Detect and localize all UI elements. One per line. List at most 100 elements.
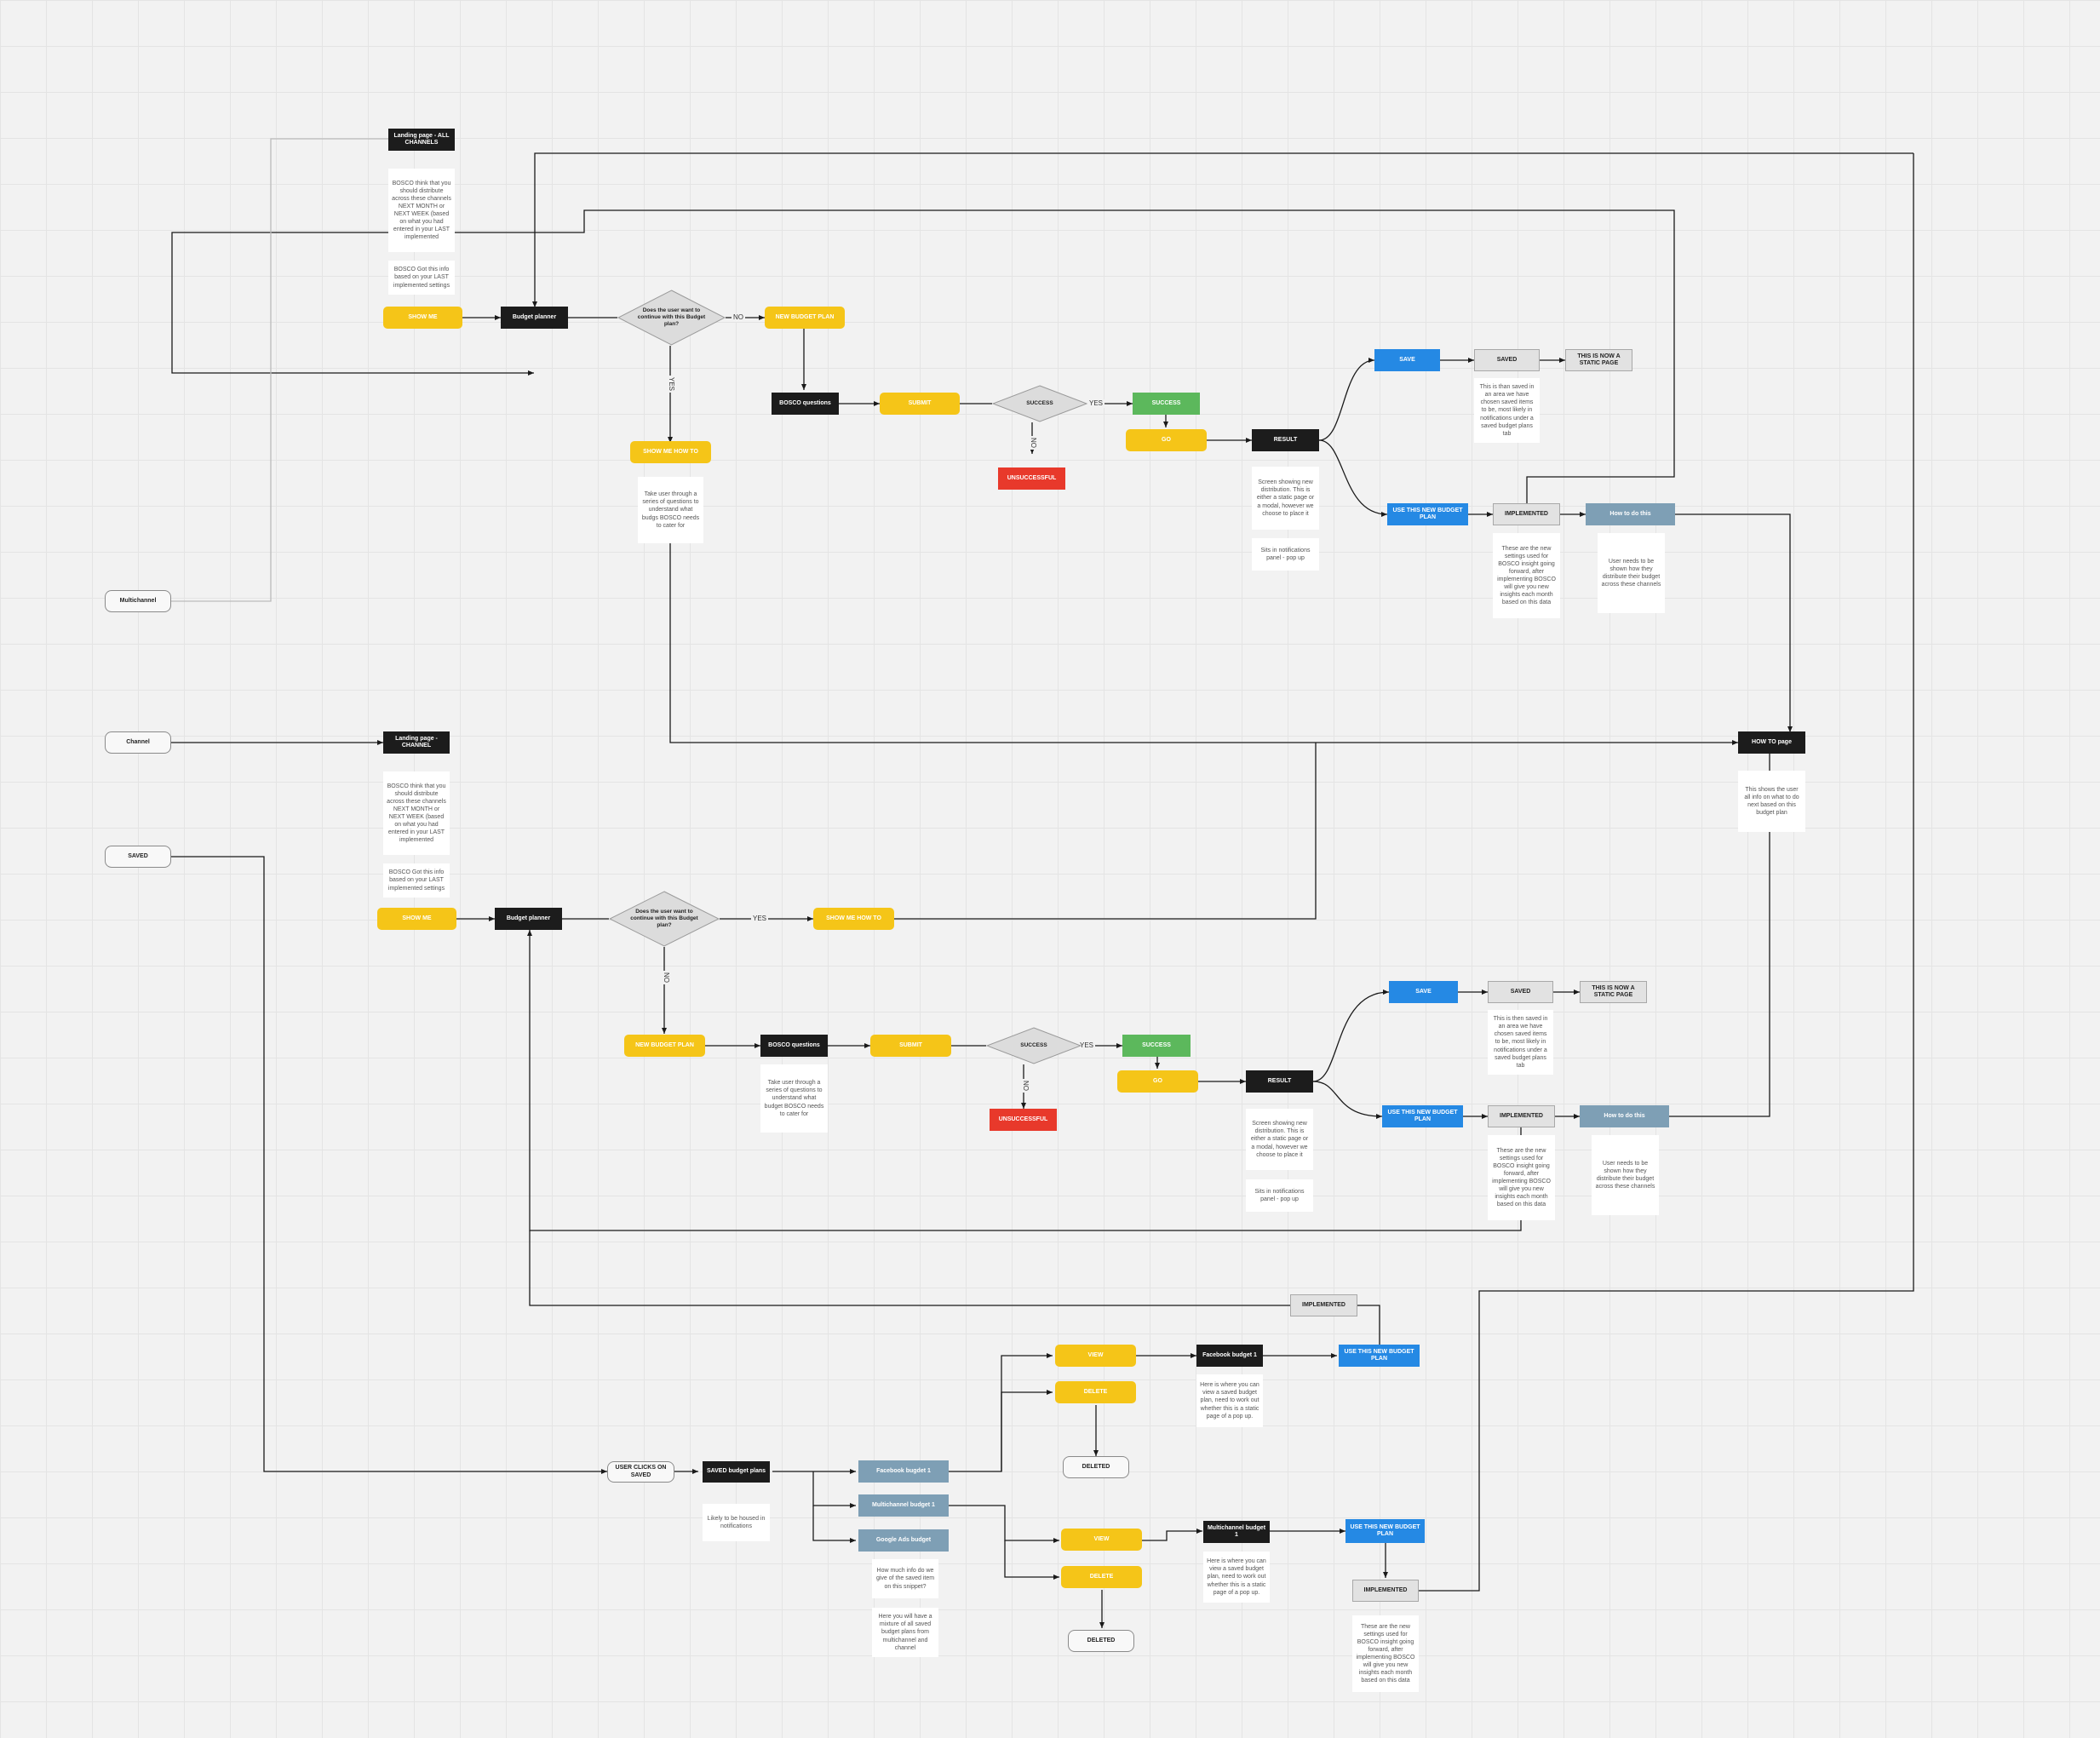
decision-text: Does the user want to continue with this… [630, 909, 698, 928]
use-new-budget-plan-button[interactable]: USE THIS NEW BUDGET PLAN [1382, 1105, 1463, 1127]
edge [669, 531, 1738, 745]
note-saved-area: This is than saved in an area we have ch… [1474, 378, 1540, 443]
budget-planner[interactable]: Budget planner [501, 307, 568, 329]
edge [1004, 1540, 1059, 1580]
multichannel-budget-item[interactable]: Multichannel budget 1 [858, 1494, 949, 1517]
facebook-budget-view[interactable]: Facebook budget 1 [1196, 1345, 1263, 1367]
edge [894, 743, 1317, 920]
note-implemented-settings: These are the new settings used for BOSC… [1352, 1615, 1419, 1692]
submit-button[interactable]: SUBMIT [870, 1035, 951, 1057]
use-new-budget-plan-button[interactable]: USE THIS NEW BUDGET PLAN [1387, 503, 1468, 525]
channel-entry[interactable]: Channel [105, 731, 171, 754]
note-result-screen: Screen showing new distribution. This is… [1246, 1109, 1313, 1170]
edge [529, 1230, 1290, 1306]
bosco-questions[interactable]: BOSCO questions [760, 1035, 828, 1057]
note-bosco-think-channel: BOSCO think that you should distribute a… [383, 771, 450, 855]
view-button[interactable]: VIEW [1055, 1345, 1136, 1367]
note-notifications: Sits in notifications panel - pop up [1246, 1179, 1313, 1212]
edge [532, 152, 1914, 307]
show-me-how-to-button[interactable]: SHOW ME HOW TO [813, 908, 894, 930]
edge-label-no: NO [662, 971, 670, 984]
go-button[interactable]: GO [1117, 1070, 1198, 1093]
success-state: SUCCESS [1133, 393, 1200, 415]
note-implemented-settings: These are the new settings used for BOSC… [1488, 1135, 1555, 1220]
edge [1669, 754, 1770, 1117]
decision-text: SUCCESS [1020, 1042, 1047, 1049]
edge [812, 1506, 856, 1543]
note-view-saved-plan: Here is where you can view a saved budge… [1203, 1552, 1270, 1603]
edge-label-yes: YES [667, 375, 676, 393]
note-implemented-settings: These are the new settings used for BOSC… [1493, 533, 1560, 618]
edge [171, 138, 388, 602]
bosco-questions[interactable]: BOSCO questions [772, 393, 839, 415]
multichannel-entry[interactable]: Multichannel [105, 590, 171, 612]
landing-page-all-channels[interactable]: Landing page - ALL CHANNELS [388, 129, 455, 151]
note-view-saved-plan: Here is where you can view a saved budge… [1196, 1374, 1263, 1427]
success-state: SUCCESS [1122, 1035, 1191, 1057]
note-show-me-how: Take user through a series of questions … [638, 477, 703, 543]
how-to-do-this-button[interactable]: How to do this [1580, 1105, 1669, 1127]
unsuccessful-state: UNSUCCESSFUL [990, 1109, 1057, 1131]
edge-label-no: NO [1029, 436, 1037, 450]
edge [1318, 439, 1388, 517]
show-me-button[interactable]: SHOW ME [377, 908, 456, 930]
go-button[interactable]: GO [1126, 429, 1207, 451]
note-bosco-questions: Take user through a series of questions … [760, 1064, 828, 1133]
implemented-state: IMPLEMENTED [1290, 1294, 1357, 1316]
saved-budget-plans[interactable]: SAVED budget plans [703, 1461, 770, 1483]
user-clicks-saved[interactable]: USER CLICKS ON SAVED [607, 1461, 674, 1483]
multichannel-budget-view[interactable]: Multichannel budget 1 [1203, 1521, 1270, 1543]
google-ads-budget-item[interactable]: Google Ads budget [858, 1529, 949, 1552]
edge-label-no: NO [1021, 1079, 1030, 1093]
edge [1312, 1081, 1383, 1119]
landing-page-channel[interactable]: Landing page - CHANNEL [383, 731, 450, 754]
note-how-distribute: User needs to be shown how they distribu… [1598, 533, 1665, 613]
delete-button[interactable]: DELETE [1055, 1381, 1136, 1403]
edge [1354, 1305, 1380, 1345]
note-bosco-think-all: BOSCO think that you should distribute a… [388, 169, 455, 252]
note-how-distribute: User needs to be shown how they distribu… [1592, 1135, 1659, 1215]
facebook-budget-item[interactable]: Facebook bugdet 1 [858, 1460, 949, 1483]
view-button[interactable]: VIEW [1061, 1529, 1142, 1551]
result[interactable]: RESULT [1252, 429, 1319, 451]
note-result-screen: Screen showing new distribution. This is… [1252, 467, 1319, 530]
deleted-state: DELETED [1063, 1456, 1129, 1478]
show-me-button[interactable]: SHOW ME [383, 307, 462, 329]
note-notifications: Sits in notifications panel - pop up [1252, 538, 1319, 571]
delete-button[interactable]: DELETE [1061, 1566, 1142, 1588]
how-to-do-this-button[interactable]: How to do this [1586, 503, 1675, 525]
decision-text: SUCCESS [1026, 400, 1053, 407]
how-to-page[interactable]: HOW TO page [1738, 731, 1805, 754]
note-saved-area: This is then saved in an area we have ch… [1488, 1010, 1553, 1075]
use-new-budget-plan-button[interactable]: USE THIS NEW BUDGET PLAN [1345, 1519, 1425, 1543]
note-bosco-got-info-all: BOSCO Got this info based on your LAST i… [388, 261, 455, 295]
deleted-state: DELETED [1068, 1630, 1134, 1652]
show-me-how-to-button[interactable]: SHOW ME HOW TO [630, 441, 711, 463]
unsuccessful-state: UNSUCCESSFUL [998, 467, 1065, 490]
new-budget-plan-button[interactable]: NEW BUDGET PLAN [765, 307, 845, 329]
note-mixture-plans: Here you will have a mixture of all save… [872, 1608, 938, 1657]
edge [171, 209, 1675, 504]
result[interactable]: RESULT [1246, 1070, 1313, 1093]
implemented-state: IMPLEMENTED [1493, 503, 1560, 525]
edge [1001, 1390, 1053, 1471]
save-button[interactable]: SAVE [1374, 349, 1440, 371]
implemented-state: IMPLEMENTED [1352, 1580, 1419, 1602]
saved-entry[interactable]: SAVED [105, 846, 171, 868]
budget-planner[interactable]: Budget planner [495, 908, 562, 930]
edge-label-yes: YES [751, 915, 769, 923]
implemented-state: IMPLEMENTED [1488, 1105, 1555, 1127]
save-button[interactable]: SAVE [1389, 981, 1458, 1003]
edge [949, 1353, 1053, 1472]
edge [1312, 989, 1390, 1082]
new-budget-plan-button[interactable]: NEW BUDGET PLAN [624, 1035, 705, 1057]
edge-label-yes: YES [1087, 399, 1105, 408]
note-housed-notifications: Likely to be housed in notifications [703, 1504, 770, 1541]
submit-button[interactable]: SUBMIT [880, 393, 960, 415]
use-new-budget-plan-button[interactable]: USE THIS NEW BUDGET PLAN [1339, 1345, 1420, 1367]
note-how-to-page: This shows the user all info on what to … [1738, 771, 1805, 832]
edge-label-yes: YES [1078, 1041, 1096, 1050]
edge [171, 856, 607, 1474]
edge [1141, 1529, 1202, 1541]
